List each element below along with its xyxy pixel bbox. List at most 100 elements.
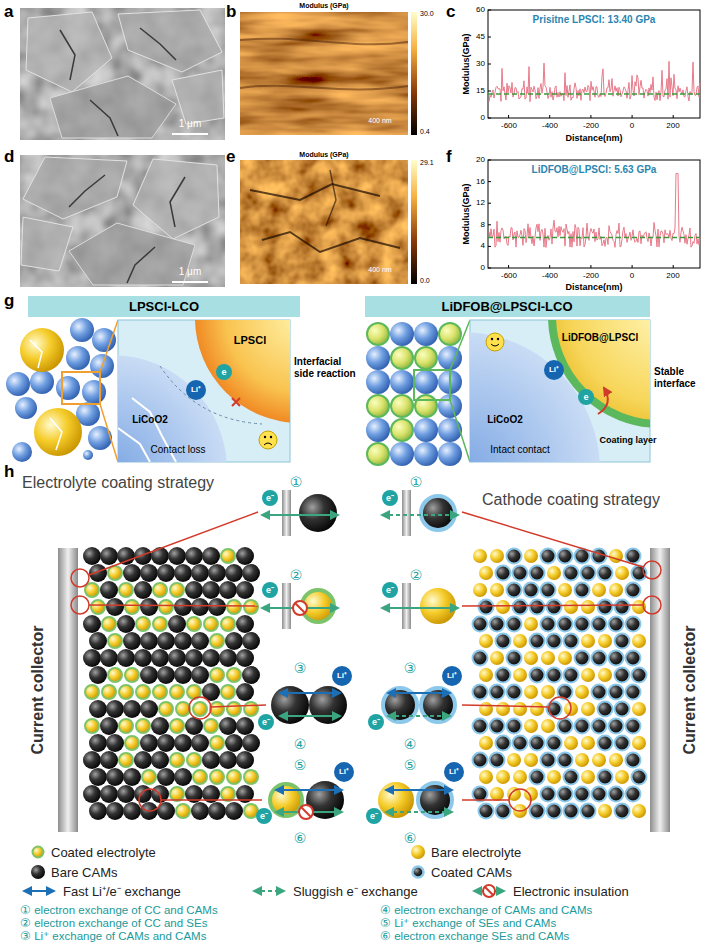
afm-map [262,232,400,252]
colorbar [411,12,417,284]
legend-text: Sluggish e⁻ exchange [293,882,418,900]
electrode-stack [100,547,118,565]
electrode-stack [609,685,624,700]
electrode-stack [530,634,545,649]
exchange-icon [309,686,347,724]
electrode-stack [89,564,107,582]
sem-image [118,10,222,72]
electrode-stack [547,600,562,615]
electrode-stack [227,770,241,784]
exchange-icon [271,686,309,724]
electrode-stack [151,649,169,667]
particle-cluster [366,346,390,370]
electrode-stack [473,583,487,597]
particle-cluster [390,322,414,346]
legend-text: Fast Li⁺/e⁻ exchange [63,882,181,900]
charge-symbol: Li⁺ [191,385,201,394]
exchange-icon [382,607,458,609]
electrode-stack [626,617,641,632]
electrode-stack [140,700,158,718]
electrode-stack [581,702,595,716]
current-collector [58,548,78,832]
panel-letter: d [4,147,14,167]
highlight-leader [71,512,661,811]
sem-image [140,28,176,60]
electrode-stack [244,702,258,716]
electrode-stack [615,634,630,649]
electrode-stack [575,583,590,598]
electrode-stack [170,719,184,733]
electrode-stack [490,651,504,665]
electrode-stack [609,753,623,767]
plot-frame [488,10,700,268]
particle-cluster [438,442,462,466]
exchange-icon [299,805,313,819]
plot-frame [509,265,674,268]
electrode-stack [575,651,590,666]
colorbar [411,160,417,284]
note-text: ⑤ Li⁺ exchange of SEs and CAMs [380,917,556,930]
electrode-stack [210,702,224,716]
electrode-stack [507,549,522,564]
smile-face [491,338,493,340]
electrode-stack [242,666,260,684]
current-collector [650,548,670,832]
axis-title: Distance(nm) [565,133,622,143]
colorbar-label: 0.0 [420,277,430,285]
electrode-stack [204,617,218,631]
electrode-stack [564,668,579,683]
electrode-stack [202,547,220,565]
plot-frame [488,160,700,268]
tick-label: 0 [481,113,485,122]
electrode-stack [242,734,260,752]
electrode-stack [202,751,220,769]
legend-swatch [33,847,44,858]
electrode-stack [221,617,235,631]
electrode-stack [219,717,237,735]
electrode-stack [85,719,99,733]
colorbar-title: Modulus (GPa) [299,151,348,159]
material-label: LPSCl [234,334,266,347]
electrode-stack [513,668,527,682]
particle-cluster [366,418,390,442]
electrode-stack [609,617,624,632]
interface-note: Intact contact [490,444,549,456]
charge-symbol: Li⁺ [447,671,457,680]
electrode-stack [168,615,186,633]
electrode-stack [598,736,613,751]
exchange-icon [444,762,464,782]
electrode-stack [490,719,505,734]
electrode-stack [479,634,493,648]
charge-symbol: e⁻ [386,493,394,503]
electrode-stack [513,702,527,716]
exchange-icon [420,588,456,624]
electrode-stack [140,632,158,650]
exchange-icon [402,583,411,629]
legend-text: Coated CAMs [431,865,512,880]
electrode-stack [609,719,624,734]
particle-cluster [50,418,62,450]
tick-label: 20 [476,155,485,164]
electrode-stack [221,787,235,801]
electrode-stack [204,719,218,733]
charge-symbol: e⁻ [260,811,268,821]
exchange-icon [386,789,452,791]
electrode-stack [244,770,258,784]
tick-label: 0 [630,121,634,130]
highlight-leader [643,561,661,579]
electrode-stack [592,617,607,632]
note-text: ⑥ electron exchange SEs and CAMs [380,930,569,943]
electrode-stack [541,787,556,802]
strategy-title: Cathode coating strategy [482,491,660,509]
plot-frame [509,115,674,118]
callout-number: ④ [294,736,307,752]
electrode-stack [221,549,235,563]
electrode-stack [221,685,235,699]
callout-number: ① [410,474,423,490]
electrode-stack [85,583,99,597]
sad-face [264,436,266,438]
tick-label: 15 [476,86,485,95]
electrode-stack [507,651,522,666]
particle-cluster [415,347,437,369]
particle-cluster [66,346,90,370]
